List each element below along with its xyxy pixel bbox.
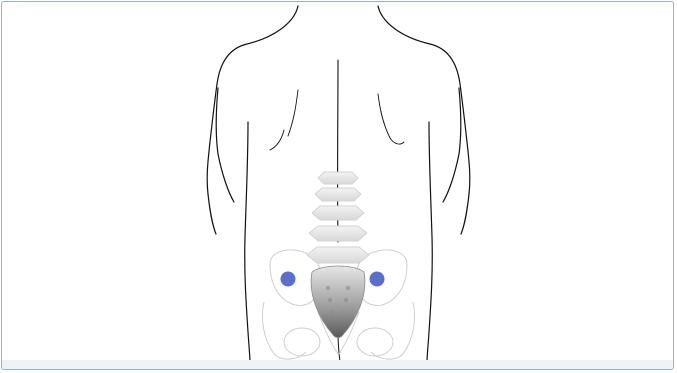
- anatomy-illustration: [2, 2, 674, 362]
- left-psis-marker: [281, 272, 296, 287]
- footer-strip: [2, 360, 673, 369]
- back-anatomy-drawing: [2, 2, 674, 362]
- right-psis-marker: [370, 272, 385, 287]
- sacrum: [311, 266, 365, 338]
